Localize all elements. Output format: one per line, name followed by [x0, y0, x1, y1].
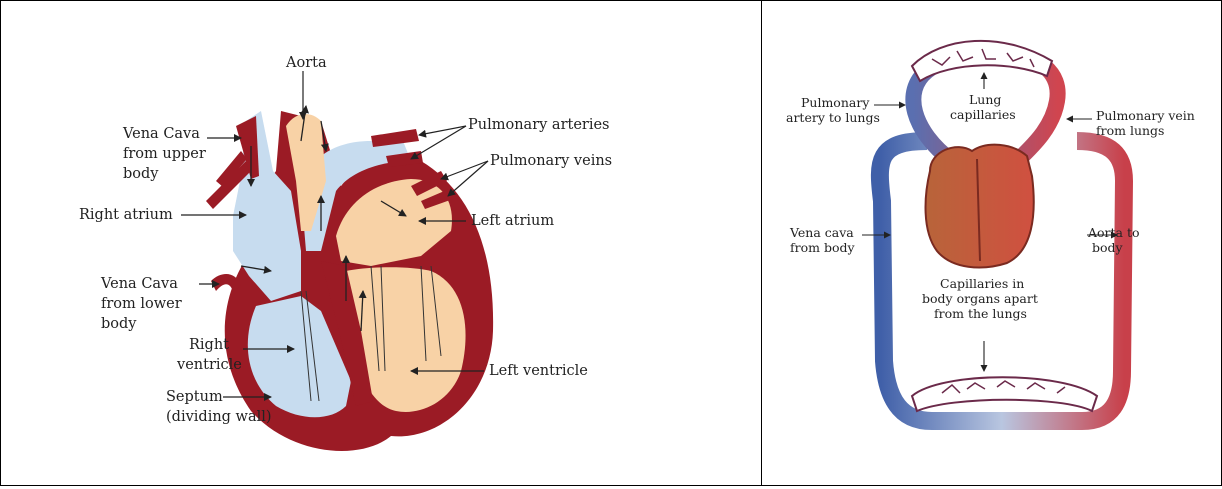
label-aorta-to-body: Aorta to [1087, 225, 1140, 240]
label-vena-cava-lower-3: body [101, 316, 137, 332]
label-right-atrium: Right atrium [79, 207, 173, 223]
label-pulmonary-vein: Pulmonary vein [1096, 108, 1195, 123]
label-body-capillaries-2: body organs apart [922, 291, 1038, 306]
label-pulmonary-artery: Pulmonary [801, 95, 870, 110]
label-vena-cava-lower: Vena Cava [100, 276, 178, 292]
label-right-ventricle-2: ventricle [176, 357, 242, 373]
label-left-atrium: Left atrium [471, 213, 554, 229]
label-septum-2: (dividing wall) [166, 409, 272, 425]
label-vena-cava-upper: Vena Cava [122, 126, 200, 142]
label-pulmonary-arteries: Pulmonary arteries [468, 117, 610, 133]
label-lung-capillaries: Lung [969, 92, 1001, 107]
label-pulmonary-vein-2: from lungs [1096, 123, 1164, 138]
label-vena-cava-lower-2: from lower [101, 296, 182, 312]
label-left-ventricle: Left ventricle [489, 363, 588, 379]
label-lung-capillaries-2: capillaries [950, 107, 1016, 122]
label-vena-cava-upper-3: body [123, 166, 159, 182]
label-septum: Septum [166, 389, 223, 405]
lung-capillary-net [912, 41, 1052, 81]
circulation-panel: Pulmonary artery to lungs Lung capillari… [761, 0, 1222, 486]
label-pulmonary-artery-2: artery to lungs [786, 110, 880, 125]
label-aorta-to-body-2: body [1092, 240, 1124, 255]
label-vena-cava-2: from body [790, 240, 855, 255]
body-capillary-net [912, 377, 1097, 411]
label-right-ventricle: Right [189, 337, 229, 353]
heart-section-panel: Aorta Vena Cava from upper body Pulmonar… [0, 0, 762, 486]
label-aorta: Aorta [285, 55, 327, 71]
label-vena-cava: Vena cava [789, 225, 854, 240]
heart-diagram: Aorta Vena Cava from upper body Pulmonar… [1, 1, 761, 485]
label-body-capillaries-3: from the lungs [934, 306, 1027, 321]
label-body-capillaries: Capillaries in [940, 276, 1024, 291]
circulation-diagram: Pulmonary artery to lungs Lung capillari… [762, 1, 1221, 485]
label-vena-cava-upper-2: from upper [123, 146, 206, 162]
label-pulmonary-veins: Pulmonary veins [490, 153, 612, 169]
